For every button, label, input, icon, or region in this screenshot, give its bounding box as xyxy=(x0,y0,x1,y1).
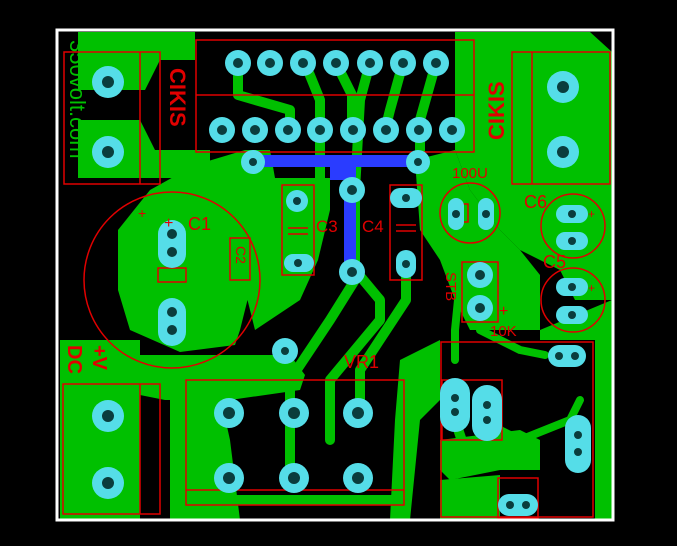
c5-label: C5 xyxy=(543,252,566,272)
c1-plus2-label: + xyxy=(164,215,173,232)
website-label: 350volt.com xyxy=(65,40,90,159)
c4-label: C4 xyxy=(362,217,384,236)
v-plus-label: +V xyxy=(88,345,110,371)
connector-left-label: CIKIS xyxy=(165,68,190,127)
c5-plus-label: + xyxy=(588,281,595,295)
c2-label: C2 xyxy=(233,246,249,264)
stb-label: STB xyxy=(442,272,459,301)
labels: 350volt.com CIKIS CIKIS C1 + + C2 C3 C4 … xyxy=(63,40,595,374)
connector-right-label: CIKIS xyxy=(484,81,509,140)
c1-plus-label: + xyxy=(138,205,146,221)
c6-plus-label: + xyxy=(588,207,595,221)
r10k-plus-label: + xyxy=(499,303,508,320)
c6-label: C6 xyxy=(524,192,547,212)
board-border xyxy=(55,28,615,522)
blue-traces xyxy=(255,155,420,280)
cap-100u-label: 100U xyxy=(452,165,488,182)
dc-label: DC xyxy=(63,345,85,374)
r10k-label: 10K xyxy=(490,323,517,340)
pads xyxy=(92,50,591,516)
c3-label: C3 xyxy=(316,217,338,236)
c1-label: C1 xyxy=(188,214,211,234)
vr1-label: VR1 xyxy=(344,352,379,372)
